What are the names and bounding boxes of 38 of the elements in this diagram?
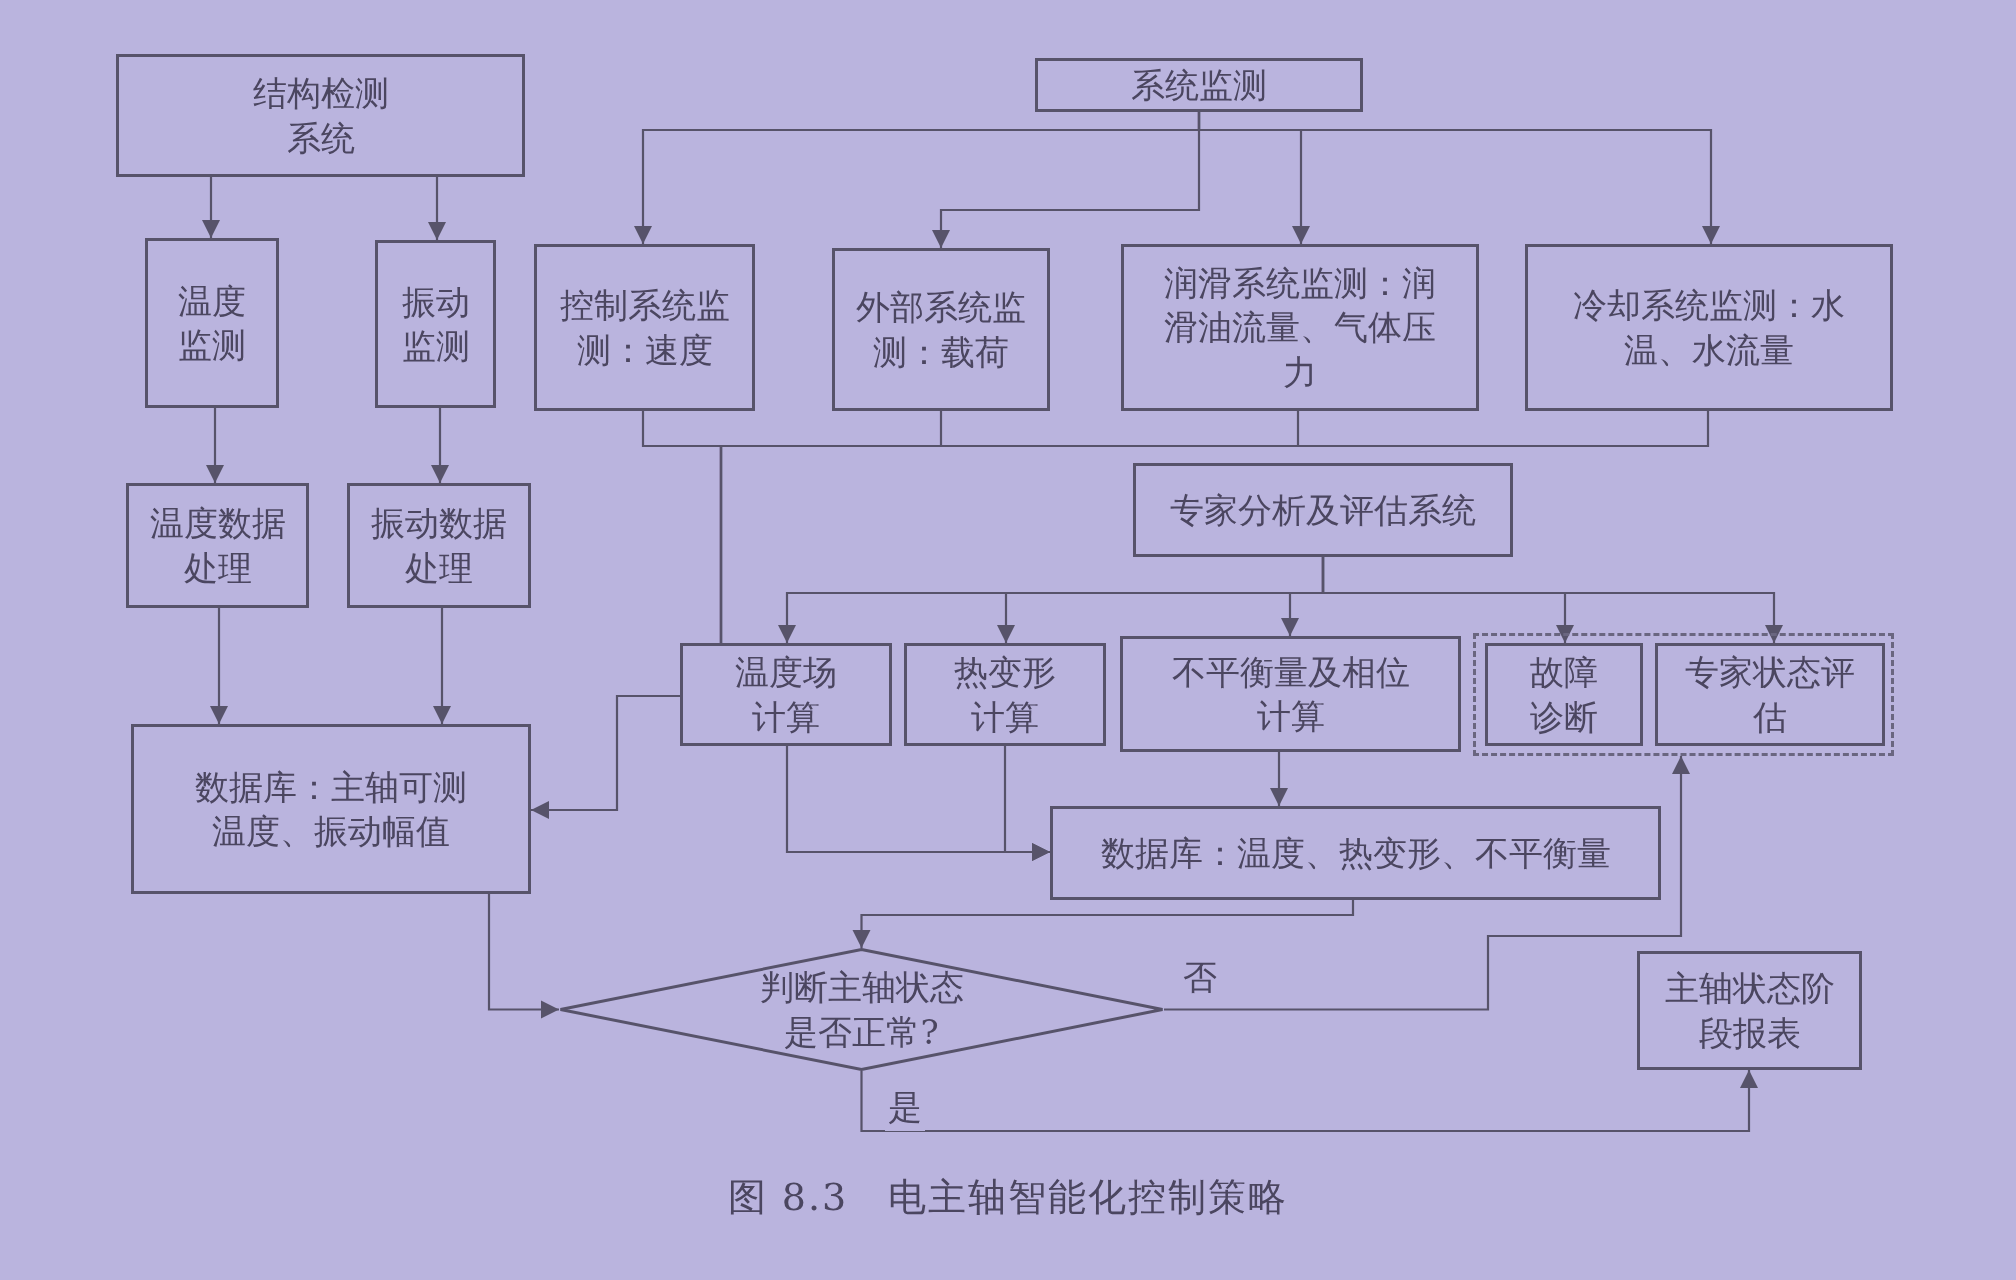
arrow xyxy=(1197,112,1720,244)
process-box: 振动数据处理 xyxy=(347,483,531,608)
arrow xyxy=(202,177,220,238)
process-box: 系统监测 xyxy=(1035,58,1363,112)
process-box: 故障诊断 xyxy=(1485,643,1643,746)
process-box: 不平衡量及相位计算 xyxy=(1120,636,1461,752)
process-box: 外部系统监测：载荷 xyxy=(832,248,1050,411)
process-box: 专家分析及评估系统 xyxy=(1133,463,1513,557)
process-box: 冷却系统监测：水温、水流量 xyxy=(1525,244,1893,411)
arrow xyxy=(1270,752,1288,806)
process-box: 温度数据处理 xyxy=(126,483,309,608)
arrow xyxy=(531,694,680,819)
arrow xyxy=(431,408,449,483)
process-box: 热变形计算 xyxy=(904,643,1106,746)
arrow xyxy=(487,894,559,1019)
arrow xyxy=(433,608,451,724)
process-box: 数据库：主轴可测温度、振动幅值 xyxy=(131,724,531,894)
process-box: 润滑系统监测：润滑油流量、气体压力 xyxy=(1121,244,1479,411)
decision-diamond xyxy=(559,948,1164,1071)
process-box: 结构检测系统 xyxy=(116,54,525,177)
process-box: 专家状态评估 xyxy=(1655,643,1885,746)
arrow xyxy=(1003,746,1050,861)
arrow xyxy=(860,1070,1758,1133)
process-box: 主轴状态阶段报表 xyxy=(1637,951,1862,1070)
process-box: 振动监测 xyxy=(375,240,496,408)
arrow xyxy=(852,900,1355,948)
arrow xyxy=(1164,756,1690,1011)
process-box: 控制系统监测：速度 xyxy=(534,244,755,411)
arrow xyxy=(210,608,228,724)
arrow xyxy=(206,408,224,483)
arrow xyxy=(428,177,446,240)
process-box: 数据库：温度、热变形、不平衡量 xyxy=(1050,806,1661,900)
process-box: 温度场计算 xyxy=(680,643,892,746)
dashed-group-box xyxy=(1473,633,1894,756)
figure-caption: 图 8.3 电主轴智能化控制策略 xyxy=(727,1175,1289,1219)
node-text: 判断主轴状态是否正常? xyxy=(758,966,965,1054)
process-box: 温度监测 xyxy=(145,238,279,408)
arrow xyxy=(1321,557,1783,643)
